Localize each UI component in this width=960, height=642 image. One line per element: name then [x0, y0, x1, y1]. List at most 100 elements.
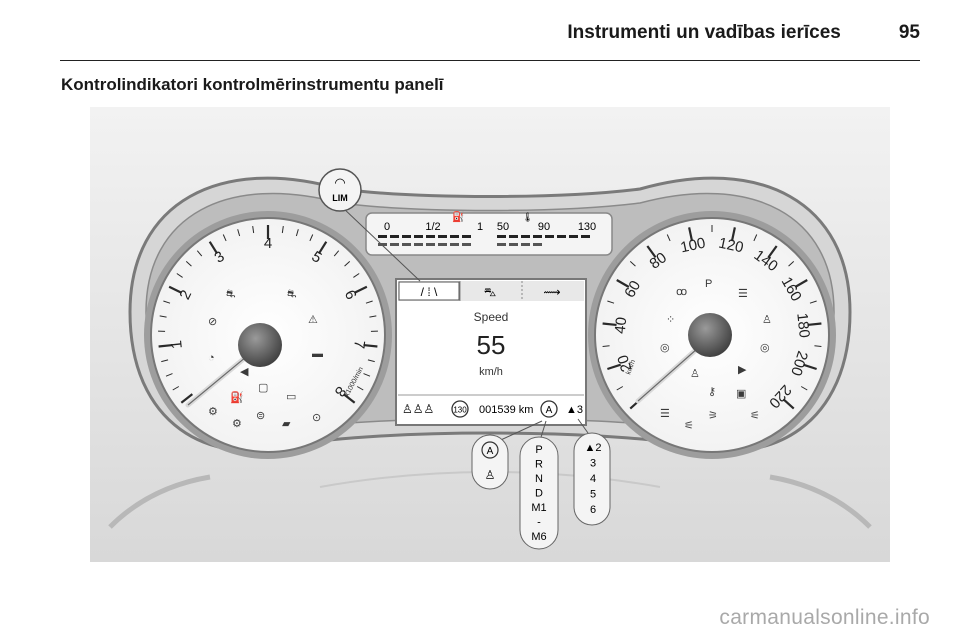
temp-segment — [497, 235, 506, 238]
temp-segment — [569, 235, 578, 238]
speedometer-tick — [629, 261, 636, 267]
display-speed-unit: km/h — [479, 366, 503, 378]
speedometer-label: 40 — [612, 316, 631, 334]
speedometer-label: 120 — [717, 235, 745, 257]
tachometer-label: 7 — [350, 340, 368, 350]
driver-info-display: / ⁞ \ ⛍ ⟿ Speed 55 km/h ♙♙♙ 130 001539 k… — [395, 278, 587, 426]
speedometer-tick — [616, 279, 630, 288]
speedometer-tick — [788, 261, 795, 267]
tachometer-tick — [317, 241, 328, 255]
tachometer-tick — [158, 343, 173, 348]
speedometer-tick — [782, 398, 795, 410]
gear-number-label: 6 — [590, 504, 596, 516]
steering-icon: ⊘ — [208, 316, 217, 328]
battery-icon: ▭ — [286, 391, 296, 403]
gear-position-label: M6 — [531, 531, 546, 543]
tachometer-tick — [363, 343, 378, 348]
immobilizer-icon: ▣ — [736, 388, 746, 400]
speedometer-label: 180 — [793, 312, 813, 339]
cruise-icon: ◔ — [208, 352, 215, 364]
service-icon: ⚙ — [232, 418, 242, 430]
tachometer-tick — [237, 229, 241, 237]
speedometer-tick — [794, 279, 808, 288]
tachometer-tick — [295, 229, 299, 237]
speedometer-label: 60 — [621, 278, 644, 301]
speedometer-tick — [807, 322, 822, 327]
tachometer-tick — [344, 261, 351, 267]
low-beam-icon: ⚟ — [684, 420, 694, 432]
autostop-label: A — [487, 446, 494, 457]
gear-position-label: R — [535, 459, 543, 471]
park-assist-icon: P — [705, 278, 712, 290]
tachometer-tick — [353, 273, 360, 278]
gear-number-label: 3 — [590, 458, 596, 470]
vehicle-open-icon: ▰ — [282, 418, 291, 430]
speedometer-tick — [616, 386, 624, 391]
tachometer-tick — [222, 234, 227, 242]
seatbelt-icon: ♙ — [690, 368, 700, 380]
fuel-segment-lower — [426, 243, 435, 246]
rear-fog-light-icon: ⚟ — [750, 410, 760, 422]
thermometer-icon: 🌡 — [522, 212, 533, 222]
speedometer-tick — [688, 227, 694, 242]
gear-number-label: 4 — [590, 473, 596, 485]
speed-limit-sign: 130 — [453, 406, 467, 415]
tachometer-tick — [180, 393, 194, 404]
road-icon: ⟿ — [543, 285, 560, 299]
fuel-segment — [462, 235, 471, 238]
esp-icon: ⛐ — [287, 288, 297, 300]
tachometer-tick — [252, 226, 255, 234]
tachometer-tick — [208, 241, 219, 255]
esp-off-icon: ⛐ — [226, 288, 236, 300]
display-speed-value: 55 — [477, 330, 506, 360]
lights-icon: ☰ — [738, 288, 748, 300]
chapter-title: Instrumenti un vadības ierīces — [567, 22, 841, 43]
fuel-label-empty: 0 — [384, 221, 390, 233]
fuel-pump-icon: ⛽ — [452, 210, 464, 223]
tachometer-tick — [163, 300, 171, 304]
fuel-segment-lower — [378, 243, 387, 246]
speedometer-tick — [800, 386, 808, 391]
tachometer-tick — [356, 386, 364, 391]
speedometer-tick — [802, 363, 817, 371]
brake-system-icon: ⊜ — [256, 410, 265, 422]
tyre-pressure-icon: ⊙ — [312, 412, 321, 424]
gear-position-label: D — [535, 488, 543, 500]
tachometer-label: 4 — [264, 235, 272, 252]
autostop-icon: ♙ — [485, 468, 496, 482]
tachometer-tick — [353, 285, 368, 294]
speedometer-label: 200 — [787, 349, 811, 378]
fuel-segment-lower — [390, 243, 399, 246]
tachometer-label: 1 — [168, 340, 186, 350]
tachometer-hub — [238, 323, 282, 367]
fuel-segment — [450, 235, 459, 238]
speedometer-label: 80 — [646, 249, 669, 273]
page-number: 95 — [898, 22, 920, 43]
front-fog-icon: ⚞ — [708, 410, 718, 422]
brake-warning-icon: ◎ — [760, 342, 770, 354]
tachometer-tick — [369, 315, 377, 318]
speedometer-tick — [607, 300, 615, 304]
fuel-segment-lower — [450, 243, 459, 246]
speedometer-tick — [730, 227, 736, 242]
temp-segment — [545, 235, 554, 238]
temp-segment-lower — [521, 243, 530, 246]
fuel-segment-lower — [414, 243, 423, 246]
temp-segment-lower — [533, 243, 542, 246]
tachometer-tick — [333, 250, 340, 257]
fuel-temp-display: 0 1/2 1 50 90 130 ⛽ 🌡 — [365, 210, 613, 256]
gear-position-label: N — [535, 473, 543, 485]
speedometer-tick — [646, 245, 657, 258]
temp-segment — [509, 235, 518, 238]
speedometer-tick — [814, 345, 822, 347]
fuel-segment-lower — [438, 243, 447, 246]
gear-number-label: ▲2 — [584, 442, 601, 454]
tachometer-tick — [365, 300, 373, 304]
speedometer-tick — [602, 345, 610, 347]
tachometer-tick — [185, 261, 192, 267]
vehicle-icon: ▬ — [312, 348, 323, 360]
temp-label-mid: 90 — [538, 221, 550, 233]
